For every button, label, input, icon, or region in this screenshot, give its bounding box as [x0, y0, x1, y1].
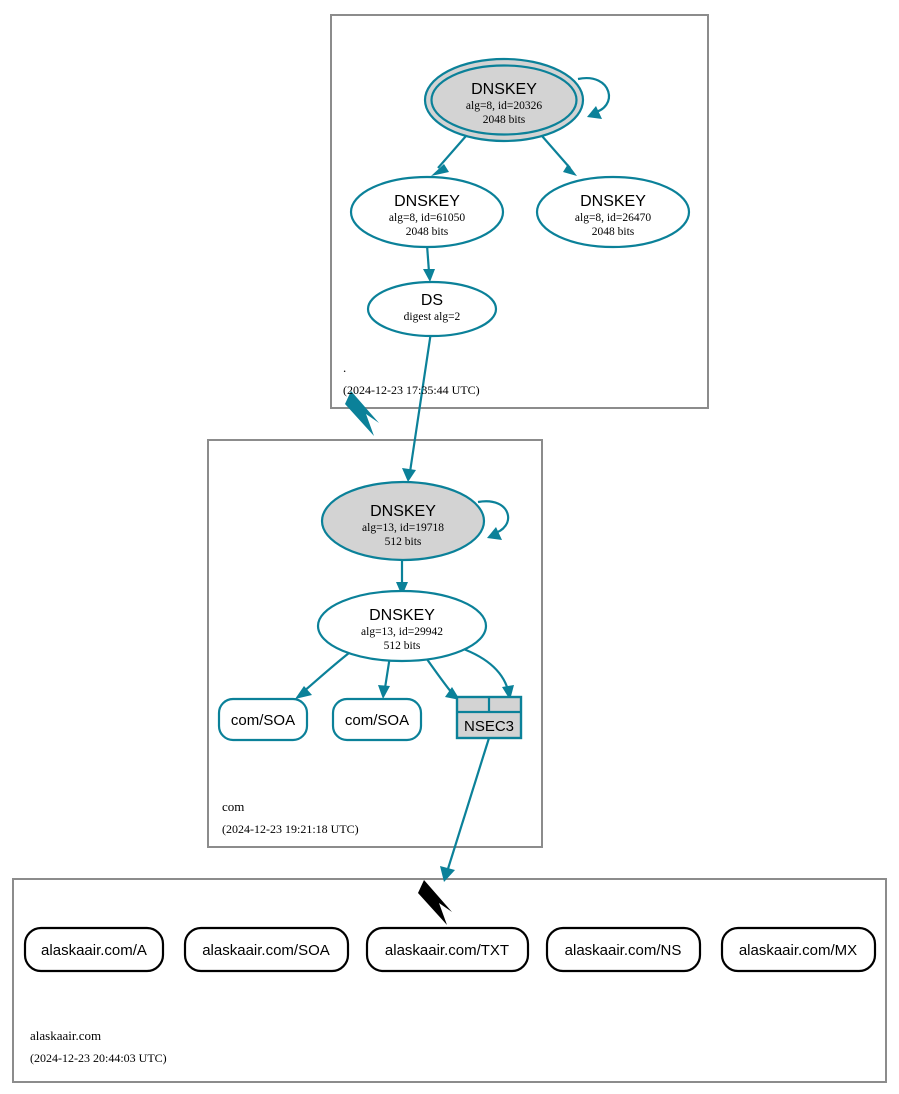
zone-box-root — [330, 14, 709, 409]
delegation-chevron-root-to-com — [345, 391, 379, 436]
node-size: 2048 bits — [483, 114, 526, 126]
node-title: DNSKEY — [471, 81, 537, 98]
node-rrset-com-soa-1[interactable]: com/SOA — [217, 697, 309, 742]
node-rrset-alaskaair-mx[interactable]: alaskaair.com/MX — [720, 926, 877, 973]
node-params: digest alg=2 — [404, 311, 461, 323]
node-label: NSEC3 — [464, 718, 514, 735]
node-title: DS — [421, 292, 443, 309]
node-dnskey-com-ksk-19718[interactable]: DNSKEY alg=13, id=19718 512 bits — [320, 480, 486, 562]
node-rrset-alaskaair-ns[interactable]: alaskaair.com/NS — [545, 926, 702, 973]
edge-com-zsk-to-soa-2 — [378, 655, 392, 699]
node-size: 512 bits — [384, 640, 421, 652]
edge-com-zsk-to-nsec3-b — [454, 644, 514, 700]
node-label: com/SOA — [231, 712, 295, 729]
edge-root-ksk-self-sign — [577, 77, 610, 119]
node-label: alaskaair.com/MX — [739, 942, 857, 959]
edge-com-zsk-to-nsec3-a — [423, 654, 460, 700]
zone-box-alaskaair — [12, 878, 887, 1083]
zone-timestamp-alaskaair: (2024-12-23 20:44:03 UTC) — [30, 1051, 167, 1065]
edge-root-ksk-to-zsk-26470 — [541, 135, 577, 176]
zone-timestamp-com: (2024-12-23 19:21:18 UTC) — [222, 822, 359, 836]
node-label: alaskaair.com/SOA — [202, 942, 330, 959]
node-params: alg=8, id=26470 — [575, 212, 651, 224]
node-label: alaskaair.com/TXT — [385, 942, 509, 959]
node-label: alaskaair.com/A — [41, 942, 147, 959]
node-rrset-alaskaair-a[interactable]: alaskaair.com/A — [23, 926, 165, 973]
node-dnskey-com-zsk-29942[interactable]: DNSKEY alg=13, id=29942 512 bits — [316, 589, 488, 663]
edge-com-ksk-self-sign — [477, 500, 510, 540]
zone-label-root: . — [343, 360, 346, 375]
edge-ds-to-com-ksk — [402, 331, 433, 482]
node-params: alg=8, id=20326 — [466, 100, 542, 112]
edge-com-ksk-to-zsk — [396, 558, 408, 596]
node-label: alaskaair.com/NS — [565, 942, 682, 959]
node-params: alg=8, id=61050 — [389, 212, 465, 224]
zone-timestamp-root: (2024-12-23 17:35:44 UTC) — [343, 383, 480, 397]
node-rrset-alaskaair-txt[interactable]: alaskaair.com/TXT — [365, 926, 530, 973]
edge-nsec3-to-alaskaair — [440, 737, 491, 882]
node-nsec3-com[interactable]: NSEC3 — [455, 695, 523, 740]
zone-box-com — [207, 439, 543, 848]
node-rrset-alaskaair-soa[interactable]: alaskaair.com/SOA — [183, 926, 350, 973]
node-size: 512 bits — [385, 536, 422, 548]
node-params: alg=13, id=19718 — [362, 522, 444, 534]
node-title: DNSKEY — [580, 193, 646, 210]
node-title: DNSKEY — [394, 193, 460, 210]
node-title: DNSKEY — [370, 503, 436, 520]
node-title: DNSKEY — [369, 607, 435, 624]
node-dnskey-root-ksk-20326[interactable]: DNSKEY alg=8, id=20326 2048 bits — [423, 57, 585, 143]
edge-root-ksk-to-zsk-61050 — [431, 135, 467, 176]
node-dnskey-root-zsk-26470[interactable]: DNSKEY alg=8, id=26470 2048 bits — [535, 175, 691, 249]
zone-label-com: com — [222, 799, 244, 814]
edge-com-zsk-to-soa-1 — [295, 652, 350, 699]
node-size: 2048 bits — [592, 226, 635, 238]
node-dnskey-root-zsk-61050[interactable]: DNSKEY alg=8, id=61050 2048 bits — [349, 175, 505, 249]
edge-root-zsk-to-ds — [423, 244, 435, 282]
node-label: com/SOA — [345, 712, 409, 729]
node-ds-root[interactable]: DS digest alg=2 — [366, 280, 498, 338]
zone-label-alaskaair: alaskaair.com — [30, 1028, 101, 1043]
node-rrset-com-soa-2[interactable]: com/SOA — [331, 697, 423, 742]
node-params: alg=13, id=29942 — [361, 626, 443, 638]
node-size: 2048 bits — [406, 226, 449, 238]
delegation-chevron-com-to-alaskaair — [418, 880, 452, 925]
